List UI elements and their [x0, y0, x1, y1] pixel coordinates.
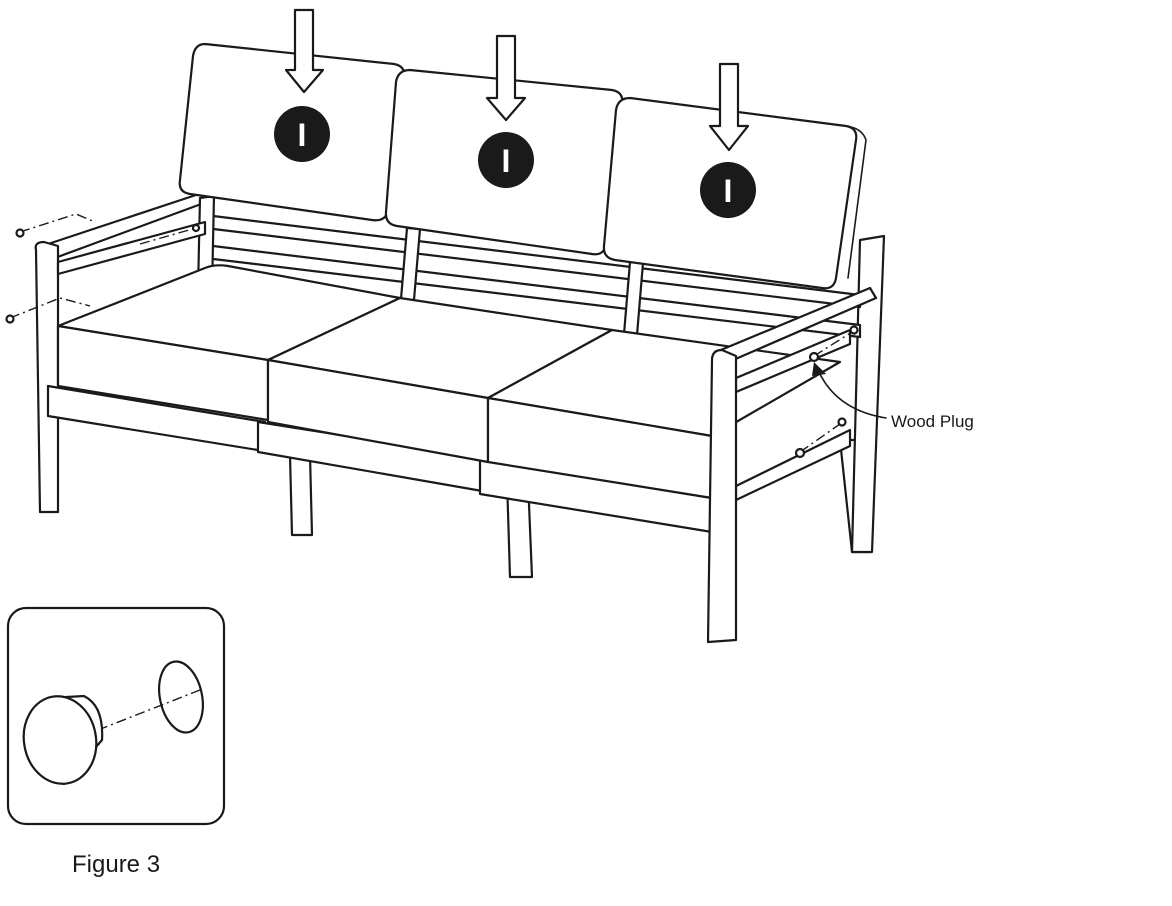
callout-arrow-head [812, 362, 826, 376]
left-upper-guide [19, 213, 96, 233]
step-badges: I I I [274, 106, 756, 218]
wood-plug-label: Wood Plug [891, 412, 974, 431]
step-badge-middle [478, 132, 534, 188]
left-lower-plug [5, 314, 15, 324]
inset-figure: Figure 3 [6, 606, 226, 878]
left-upper-guide-2 [139, 227, 197, 245]
back-left-leg [288, 453, 314, 537]
step-badge-right [700, 162, 756, 218]
left-arm-front-post [34, 240, 60, 514]
wood-plug-callout: Wood Plug [812, 362, 974, 431]
right-arm-front-post [706, 348, 738, 644]
step-badge-middle-label: I [502, 143, 511, 179]
down-arrow-left [284, 8, 325, 94]
left-lower-guide [9, 297, 91, 319]
down-arrows [284, 8, 750, 152]
right-arm [706, 286, 878, 644]
seat-cushion-left-top [56, 264, 402, 362]
right-arm-lower-rail [734, 428, 852, 502]
right-arm-back-post [850, 234, 886, 554]
inset-guide-line [97, 689, 201, 731]
step-badge-left-label: I [298, 117, 307, 153]
down-arrow-middle [485, 34, 527, 122]
right-lower-guide [799, 423, 841, 453]
down-arrow-right [708, 62, 750, 152]
left-upper-plug [15, 228, 25, 238]
wood-plug-marker [808, 351, 820, 363]
step-badge-left [274, 106, 330, 162]
left-arm [34, 190, 216, 514]
left-arm-side-rail [56, 220, 207, 276]
seat-cushions [56, 264, 842, 500]
step-badge-right-label: I [724, 173, 733, 209]
right-upper-guide [813, 331, 853, 357]
figure-caption: Figure 3 [72, 851, 160, 878]
right-upper-hole [849, 325, 859, 335]
left-upper-hole [191, 223, 201, 233]
assembly-guides [5, 213, 859, 459]
callout-arrow-line [817, 369, 887, 419]
seat-frame [46, 384, 714, 534]
right-lower-hole [837, 417, 847, 427]
wood-plug-marker-lower [794, 447, 806, 459]
inset-plug-face [22, 695, 98, 785]
back-cushion-right-edge [845, 125, 867, 279]
